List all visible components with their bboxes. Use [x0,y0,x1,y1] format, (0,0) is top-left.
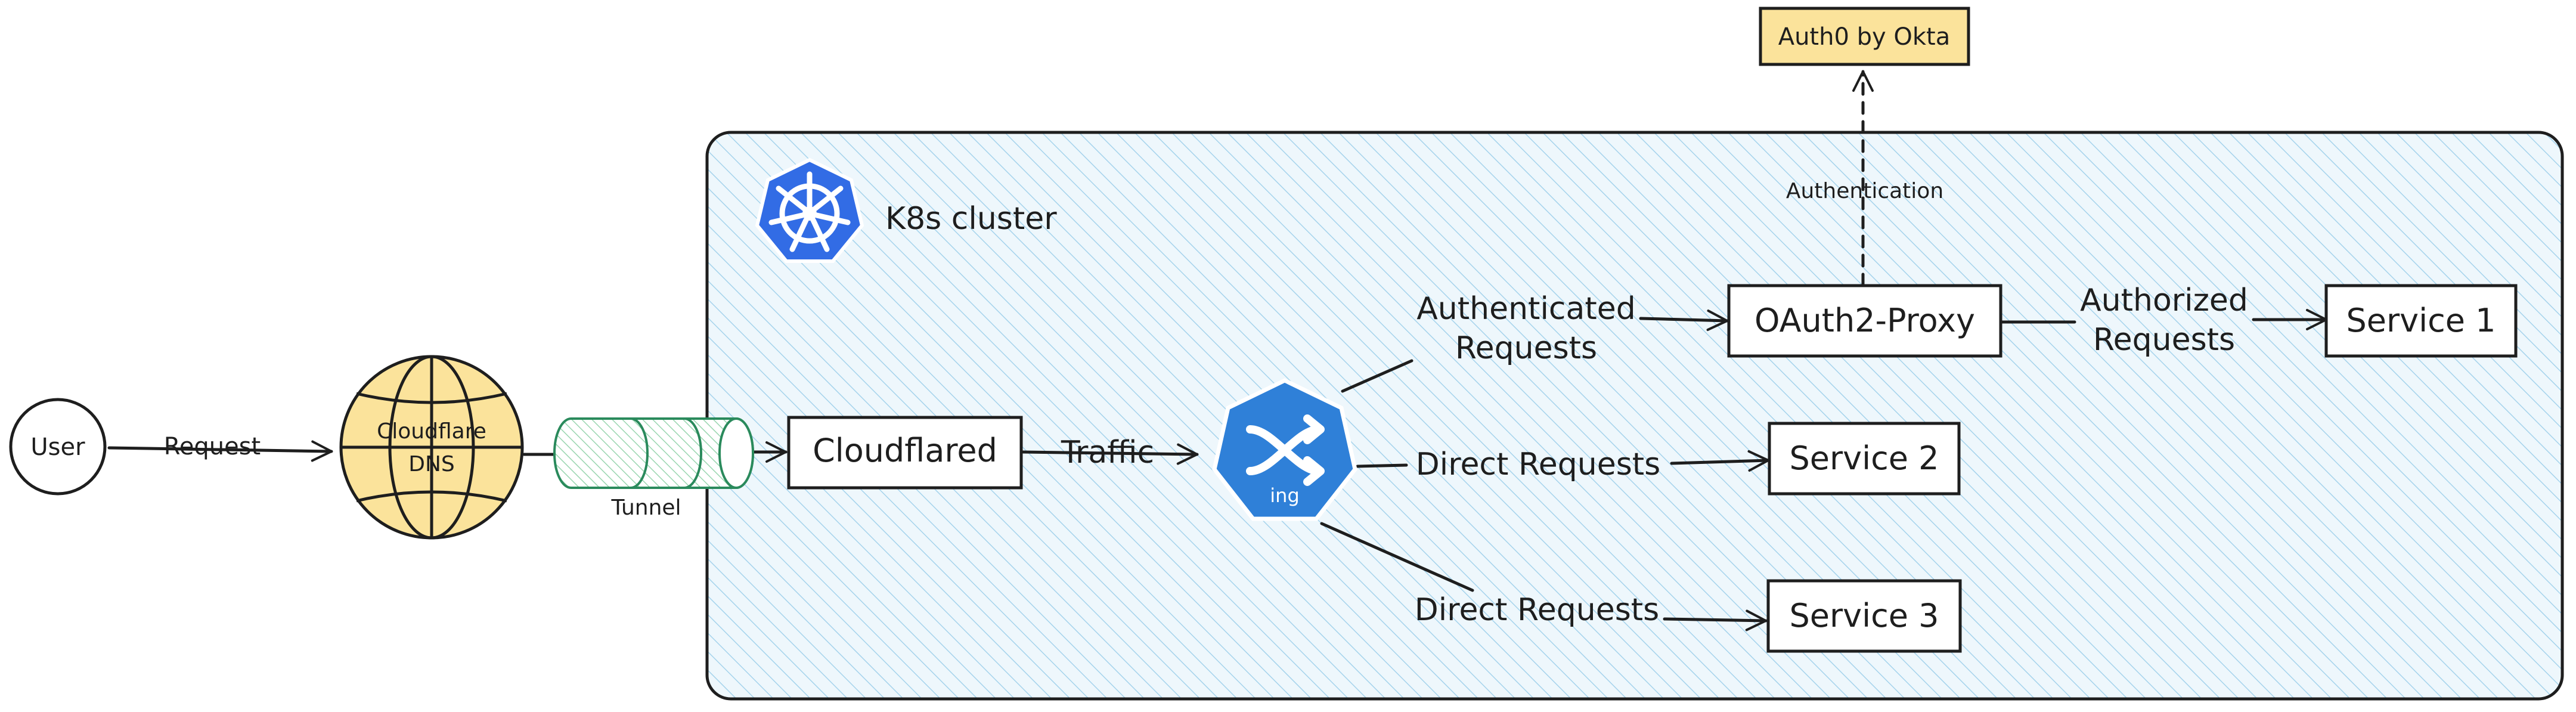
ingress-badge-label: ing [1270,484,1299,507]
kubernetes-helm-icon [755,157,864,263]
edge-direct2-service2 [1670,450,1770,472]
user-node[interactable]: User [9,398,107,496]
edge-label-authenticated-2: Requests [1455,330,1597,366]
service1-label: Service 1 [2346,302,2496,339]
cloudflare-dns-node[interactable]: Cloudflare DNS [339,355,524,540]
edge-ingress-authenticated [1341,359,1413,393]
oauth2-proxy-node[interactable]: OAuth2-Proxy [1727,284,2002,358]
shuffle-arrows-icon [1246,414,1325,486]
service2-node[interactable]: Service 2 [1768,422,1961,496]
edge-label-authorized-1: Authorized [2080,283,2248,318]
edge-label-direct3: Direct Requests [1415,592,1660,628]
cylinder-icon [553,417,754,489]
service3-label: Service 3 [1789,597,1939,634]
edge-user-dns [107,440,333,462]
edge-labels: Request Traffic Authenticated Requests A… [164,179,2248,628]
cloudflared-node[interactable]: Cloudflared [787,416,1023,490]
tunnel-label: Tunnel [610,496,681,520]
tunnel-node[interactable]: Tunnel [553,417,754,520]
edge-label-direct2: Direct Requests [1416,447,1661,482]
edge-direct3-service3 [1663,609,1768,631]
edge-ingress-direct3 [1320,522,1474,592]
service2-label: Service 2 [1789,439,1939,477]
ingress-node[interactable]: ing [1212,378,1357,521]
edge-label-traffic: Traffic [1061,435,1154,470]
edges [107,70,2328,631]
edge-label-request: Request [164,433,261,460]
edge-authenticated-oauth2 [1639,309,1729,332]
edge-ingress-direct2 [1356,463,1408,468]
edge-cloudflared-ingress [1021,443,1199,465]
service1-node[interactable]: Service 1 [2324,284,2518,358]
globe-icon [339,355,524,540]
auth0-label: Auth0 by Okta [1778,23,1951,51]
edge-label-authentication: Authentication [1786,179,1943,203]
dns-label-line1: Cloudflare [377,419,486,444]
edge-label-authorized-2: Requests [2093,322,2235,358]
k8s-cluster-container [705,131,2564,701]
cluster-title: K8s cluster [885,201,1057,237]
dns-label-line2: DNS [408,452,455,476]
cloudflared-label: Cloudflared [813,432,997,469]
edge-label-authenticated-1: Authenticated [1416,291,1636,327]
auth0-node[interactable]: Auth0 by Okta [1759,7,1970,66]
oauth2-proxy-label: OAuth2-Proxy [1754,302,1975,339]
user-label: User [30,434,85,461]
service3-node[interactable]: Service 3 [1766,579,1962,653]
